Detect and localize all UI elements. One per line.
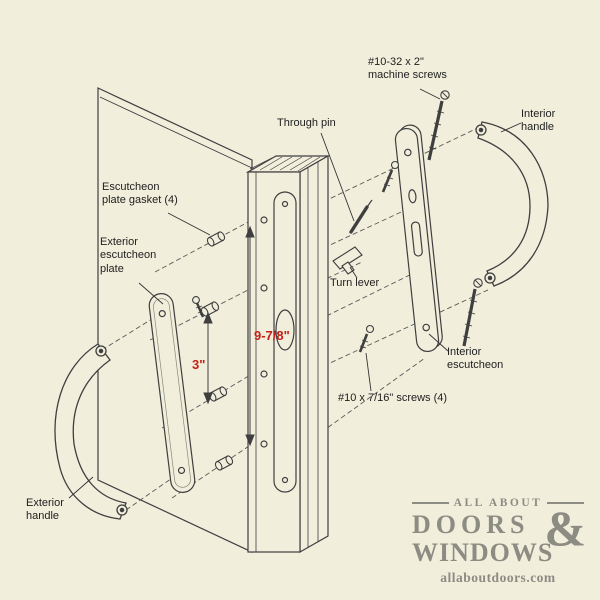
machine-screw xyxy=(462,278,483,347)
logo-tagline: ALL ABOUT xyxy=(453,497,543,510)
gasket xyxy=(200,301,220,317)
exterior-escutcheon-plate xyxy=(148,293,196,493)
interior-handle xyxy=(475,121,549,287)
label-interior-escutcheon: Interior escutcheon xyxy=(447,346,504,372)
label-through-pin: Through pin xyxy=(277,117,336,129)
label-escutcheon-gasket: Escutcheon plate gasket (4) xyxy=(102,181,178,207)
label-machine-screws: #10-32 x 2" machine screws xyxy=(368,56,447,82)
dimension-arrow-long xyxy=(245,225,255,447)
dimension-text-short: 3" xyxy=(192,357,206,372)
gasket xyxy=(214,455,234,471)
exterior-handle xyxy=(54,343,128,520)
label-exterior-escutcheon: Exterior escutcheon plate xyxy=(100,236,157,275)
logo-wordmark: DOORS WINDOWS & xyxy=(412,503,586,567)
small-screw xyxy=(358,324,375,353)
logo-url: allaboutdoors.com xyxy=(440,570,556,585)
logo-word-doors: DOORS xyxy=(412,510,530,540)
gasket xyxy=(206,231,226,247)
logo-word-windows: WINDOWS xyxy=(412,537,554,567)
small-screw xyxy=(381,160,400,193)
label-turn-lever: Turn lever xyxy=(330,277,380,289)
machine-screw xyxy=(427,90,450,161)
logo-rule-right xyxy=(547,502,584,505)
label-small-screws: #10 x 7/16" screws (4) xyxy=(338,392,448,404)
dimension-arrow-short xyxy=(203,311,213,405)
lock-stile xyxy=(245,154,331,554)
stile-screw-holes xyxy=(260,216,268,448)
through-pin xyxy=(349,199,373,234)
label-interior-handle: Interior handle xyxy=(521,108,556,134)
brand-logo: ALL ABOUT DOORS WINDOWS & allaboutdoors.… xyxy=(412,497,586,586)
leader-lines xyxy=(68,88,522,499)
dimension-text-long: 9-7/8" xyxy=(254,328,290,343)
escutcheon-gaskets xyxy=(200,231,234,471)
logo-tagline-row: ALL ABOUT xyxy=(412,497,584,509)
logo-rule-left xyxy=(412,502,449,505)
cylinder-hole xyxy=(275,309,295,351)
faceplate-slot xyxy=(273,191,297,493)
turn-lever xyxy=(332,246,363,275)
stile-top-hatch xyxy=(249,156,321,172)
plate-screw xyxy=(192,296,205,318)
logo-ampersand: & xyxy=(544,500,586,557)
label-exterior-handle: Exterior handle xyxy=(26,497,64,523)
interior-escutcheon xyxy=(394,124,443,353)
